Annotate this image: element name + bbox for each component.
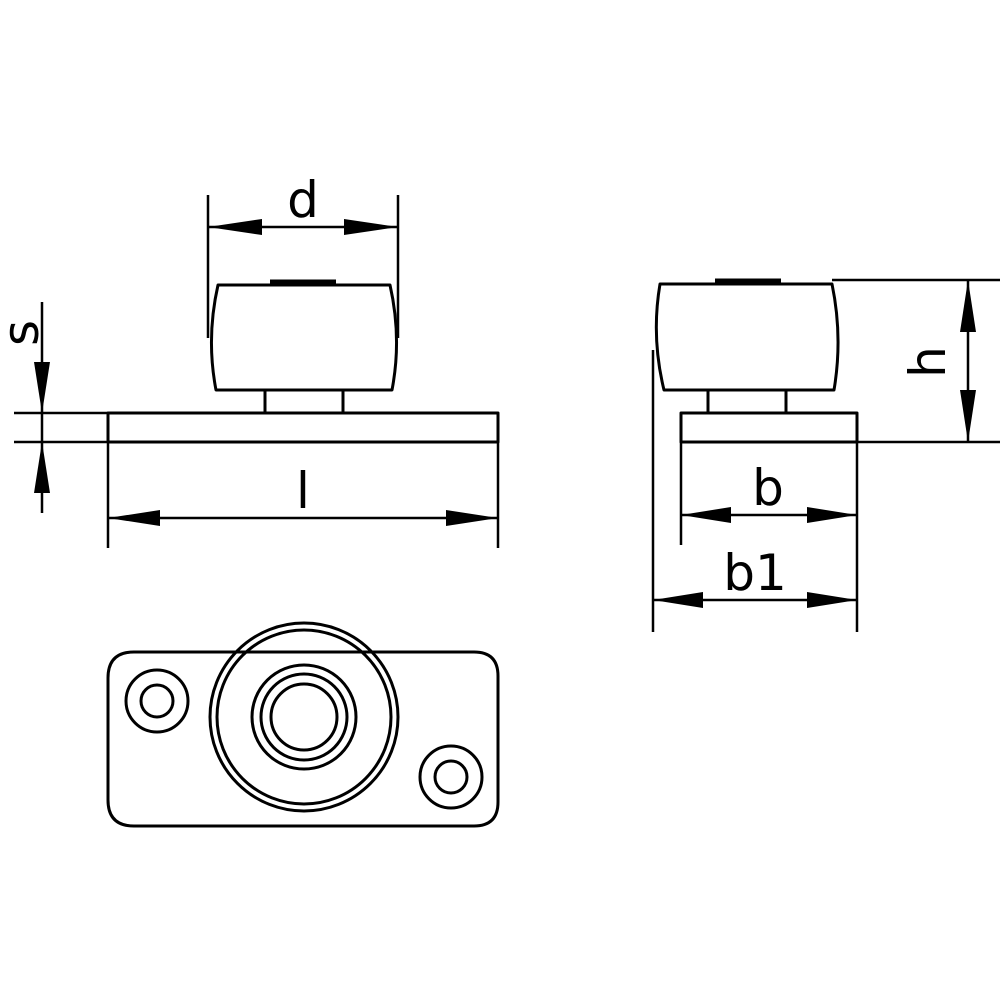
side-base-plate: [679, 411, 859, 444]
center-nut-outer: [250, 663, 358, 771]
label-b1: b1: [723, 544, 787, 602]
left-screw-hole: [139, 683, 175, 719]
dimension-b1: b1: [651, 350, 857, 632]
top-view: [106, 621, 500, 828]
top-plate: [106, 650, 500, 828]
side-cap: [654, 282, 840, 392]
front-base-plate: [106, 411, 500, 444]
right-screw-head: [418, 744, 484, 810]
center-nut-inner: [259, 672, 349, 762]
front-view: [106, 279, 500, 444]
dimension-l: l: [106, 442, 500, 548]
label-s: s: [0, 320, 50, 346]
label-l: l: [296, 462, 310, 520]
central-housing-outer: [208, 621, 400, 813]
dimension-b: b: [679, 442, 859, 632]
front-neck: [263, 388, 345, 415]
dimension-h: h: [832, 278, 1000, 444]
label-h: h: [899, 346, 957, 378]
label-d: d: [287, 171, 319, 229]
side-neck: [706, 388, 788, 415]
label-b: b: [752, 459, 784, 517]
right-screw-hole: [433, 759, 469, 795]
central-housing-inner: [215, 628, 393, 806]
center-bore: [269, 682, 339, 752]
left-screw-head: [124, 668, 190, 734]
dimension-d: d: [206, 171, 400, 338]
side-view: [654, 278, 859, 444]
dimension-s: s: [0, 302, 108, 513]
front-cap: [209, 283, 399, 392]
